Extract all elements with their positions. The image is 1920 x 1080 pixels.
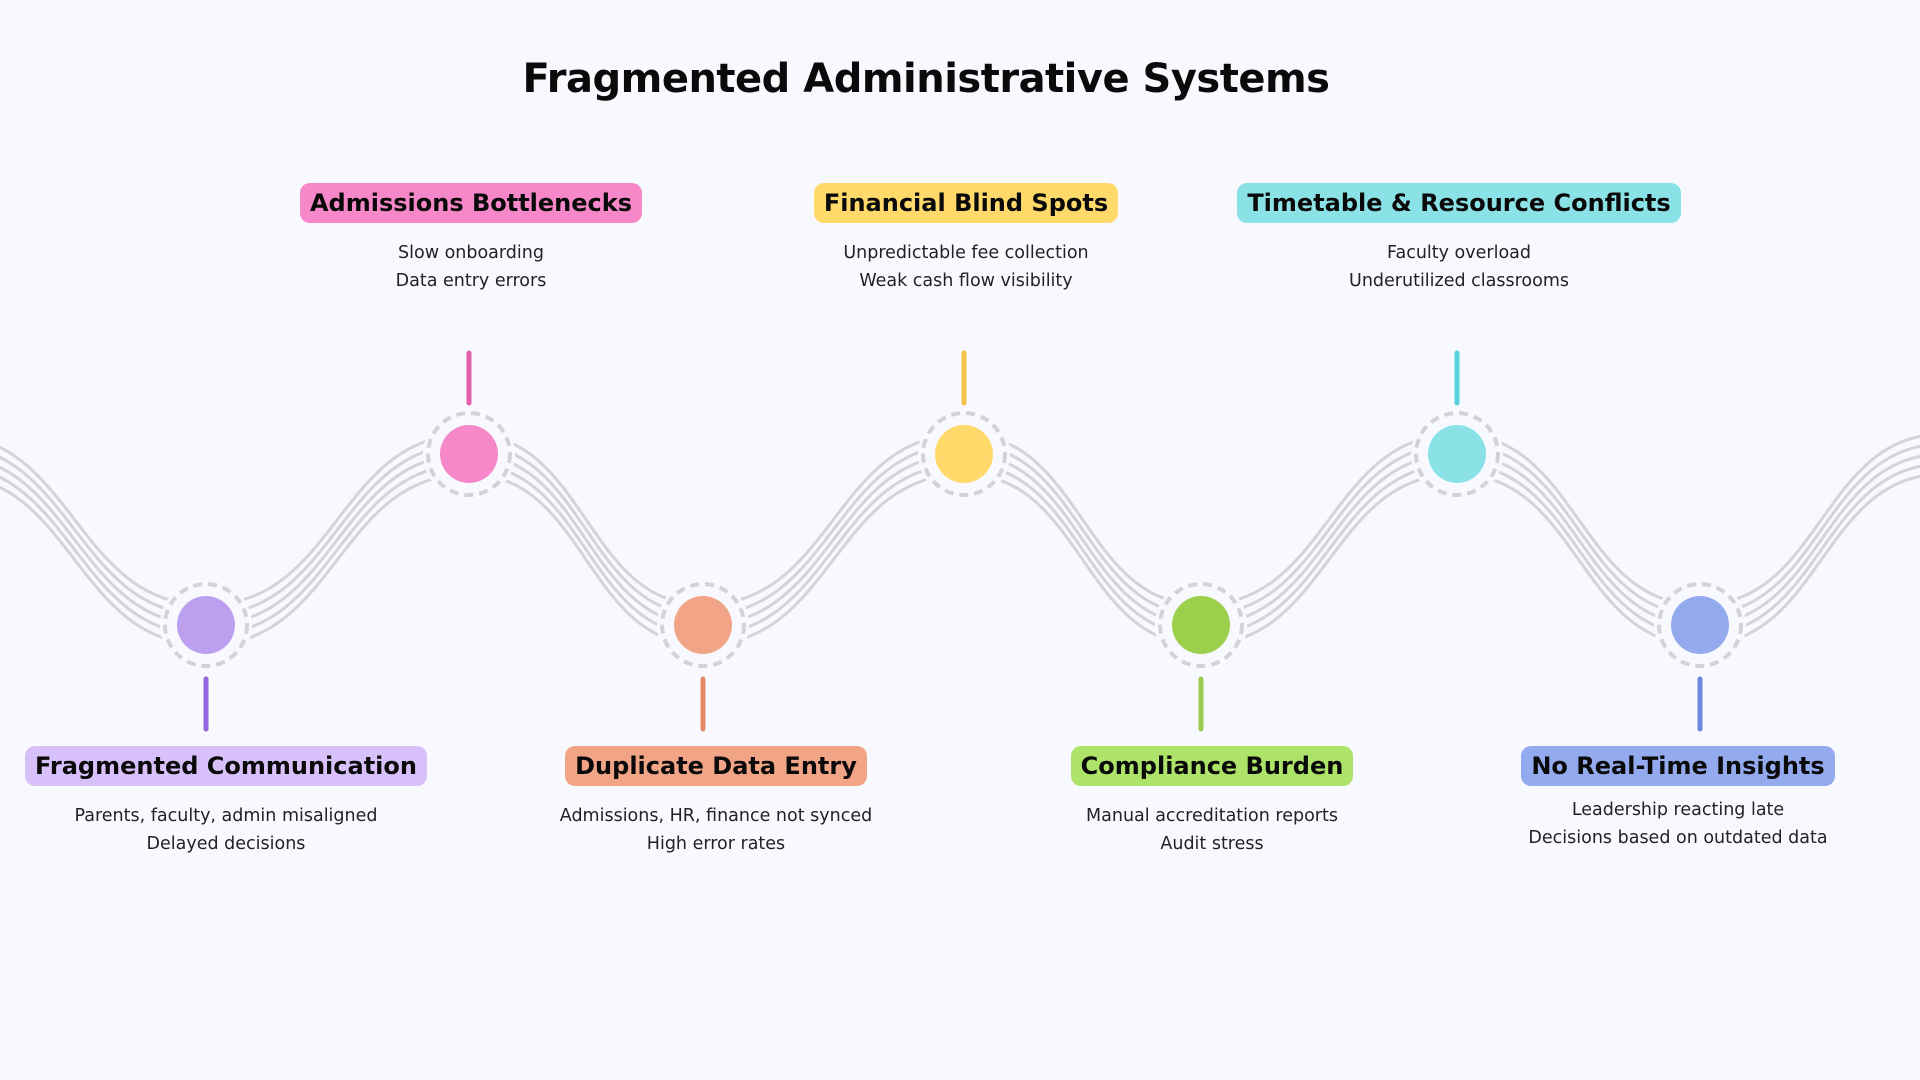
- item-label: Fragmented Communication: [25, 746, 427, 786]
- item-description-line: Parents, faculty, admin misaligned: [74, 806, 378, 826]
- item-description-line: Admissions, HR, finance not synced: [559, 806, 873, 826]
- item-description: Leadership reacting late Decisions based…: [1418, 796, 1920, 852]
- item-description: Admissions, HR, finance not synced High …: [456, 802, 976, 858]
- item-description-line: Faculty overload: [1387, 243, 1531, 263]
- item-description-line: Data entry errors: [395, 271, 547, 291]
- item-description-line: Weak cash flow visibility: [859, 271, 1073, 291]
- node-dashed-ring: [921, 411, 1007, 497]
- item-description: Parents, faculty, admin misaligned Delay…: [0, 802, 486, 858]
- node-dot: [177, 596, 235, 654]
- item-description-line: Unpredictable fee collection: [843, 243, 1089, 263]
- item-fragmented-communication: Fragmented Communication Parents, facult…: [0, 746, 486, 858]
- node-dashed-ring: [426, 411, 512, 497]
- item-description-line: Underutilized classrooms: [1349, 271, 1569, 291]
- node-dot: [1428, 425, 1486, 483]
- item-description-line: Manual accreditation reports: [1086, 806, 1338, 826]
- item-description-line: Slow onboarding: [398, 243, 544, 263]
- item-compliance-burden: Compliance Burden Manual accreditation r…: [952, 746, 1472, 858]
- item-description: Slow onboarding Data entry errors: [211, 239, 731, 295]
- item-description: Faculty overload Underutilized classroom…: [1199, 239, 1719, 295]
- item-no-real-time-insights: No Real-Time Insights Leadership reactin…: [1418, 746, 1920, 852]
- node-dashed-ring: [1414, 411, 1500, 497]
- item-label: Duplicate Data Entry: [565, 746, 867, 786]
- item-description-line: Decisions based on outdated data: [1528, 828, 1828, 848]
- item-duplicate-data-entry: Duplicate Data Entry Admissions, HR, fin…: [456, 746, 976, 858]
- node-dashed-ring: [1158, 582, 1244, 668]
- item-description-line: Audit stress: [1160, 834, 1264, 854]
- item-label: Admissions Bottlenecks: [299, 183, 643, 223]
- node-dot: [1671, 596, 1729, 654]
- item-timetable-resource-conflicts: Timetable & Resource Conflicts Faculty o…: [1199, 183, 1719, 295]
- node-dot: [440, 425, 498, 483]
- item-description-line: Leadership reacting late: [1571, 800, 1785, 820]
- node-dashed-ring: [660, 582, 746, 668]
- item-financial-blind-spots: Financial Blind Spots Unpredictable fee …: [706, 183, 1226, 295]
- node-dashed-ring: [1657, 582, 1743, 668]
- item-description-line: High error rates: [646, 834, 786, 854]
- item-description-line: Delayed decisions: [146, 834, 306, 854]
- node-dashed-ring: [163, 582, 249, 668]
- item-admissions-bottlenecks: Admissions Bottlenecks Slow onboarding D…: [211, 183, 731, 295]
- item-label: Compliance Burden: [1070, 746, 1354, 786]
- item-description: Unpredictable fee collection Weak cash f…: [706, 239, 1226, 295]
- item-label: No Real-Time Insights: [1521, 746, 1835, 786]
- item-label: Timetable & Resource Conflicts: [1237, 183, 1681, 223]
- node-dot: [935, 425, 993, 483]
- item-label: Financial Blind Spots: [813, 183, 1119, 223]
- node-dot: [674, 596, 732, 654]
- page-title: Fragmented Administrative Systems: [522, 56, 1330, 102]
- node-dot: [1172, 596, 1230, 654]
- item-description: Manual accreditation reports Audit stres…: [952, 802, 1472, 858]
